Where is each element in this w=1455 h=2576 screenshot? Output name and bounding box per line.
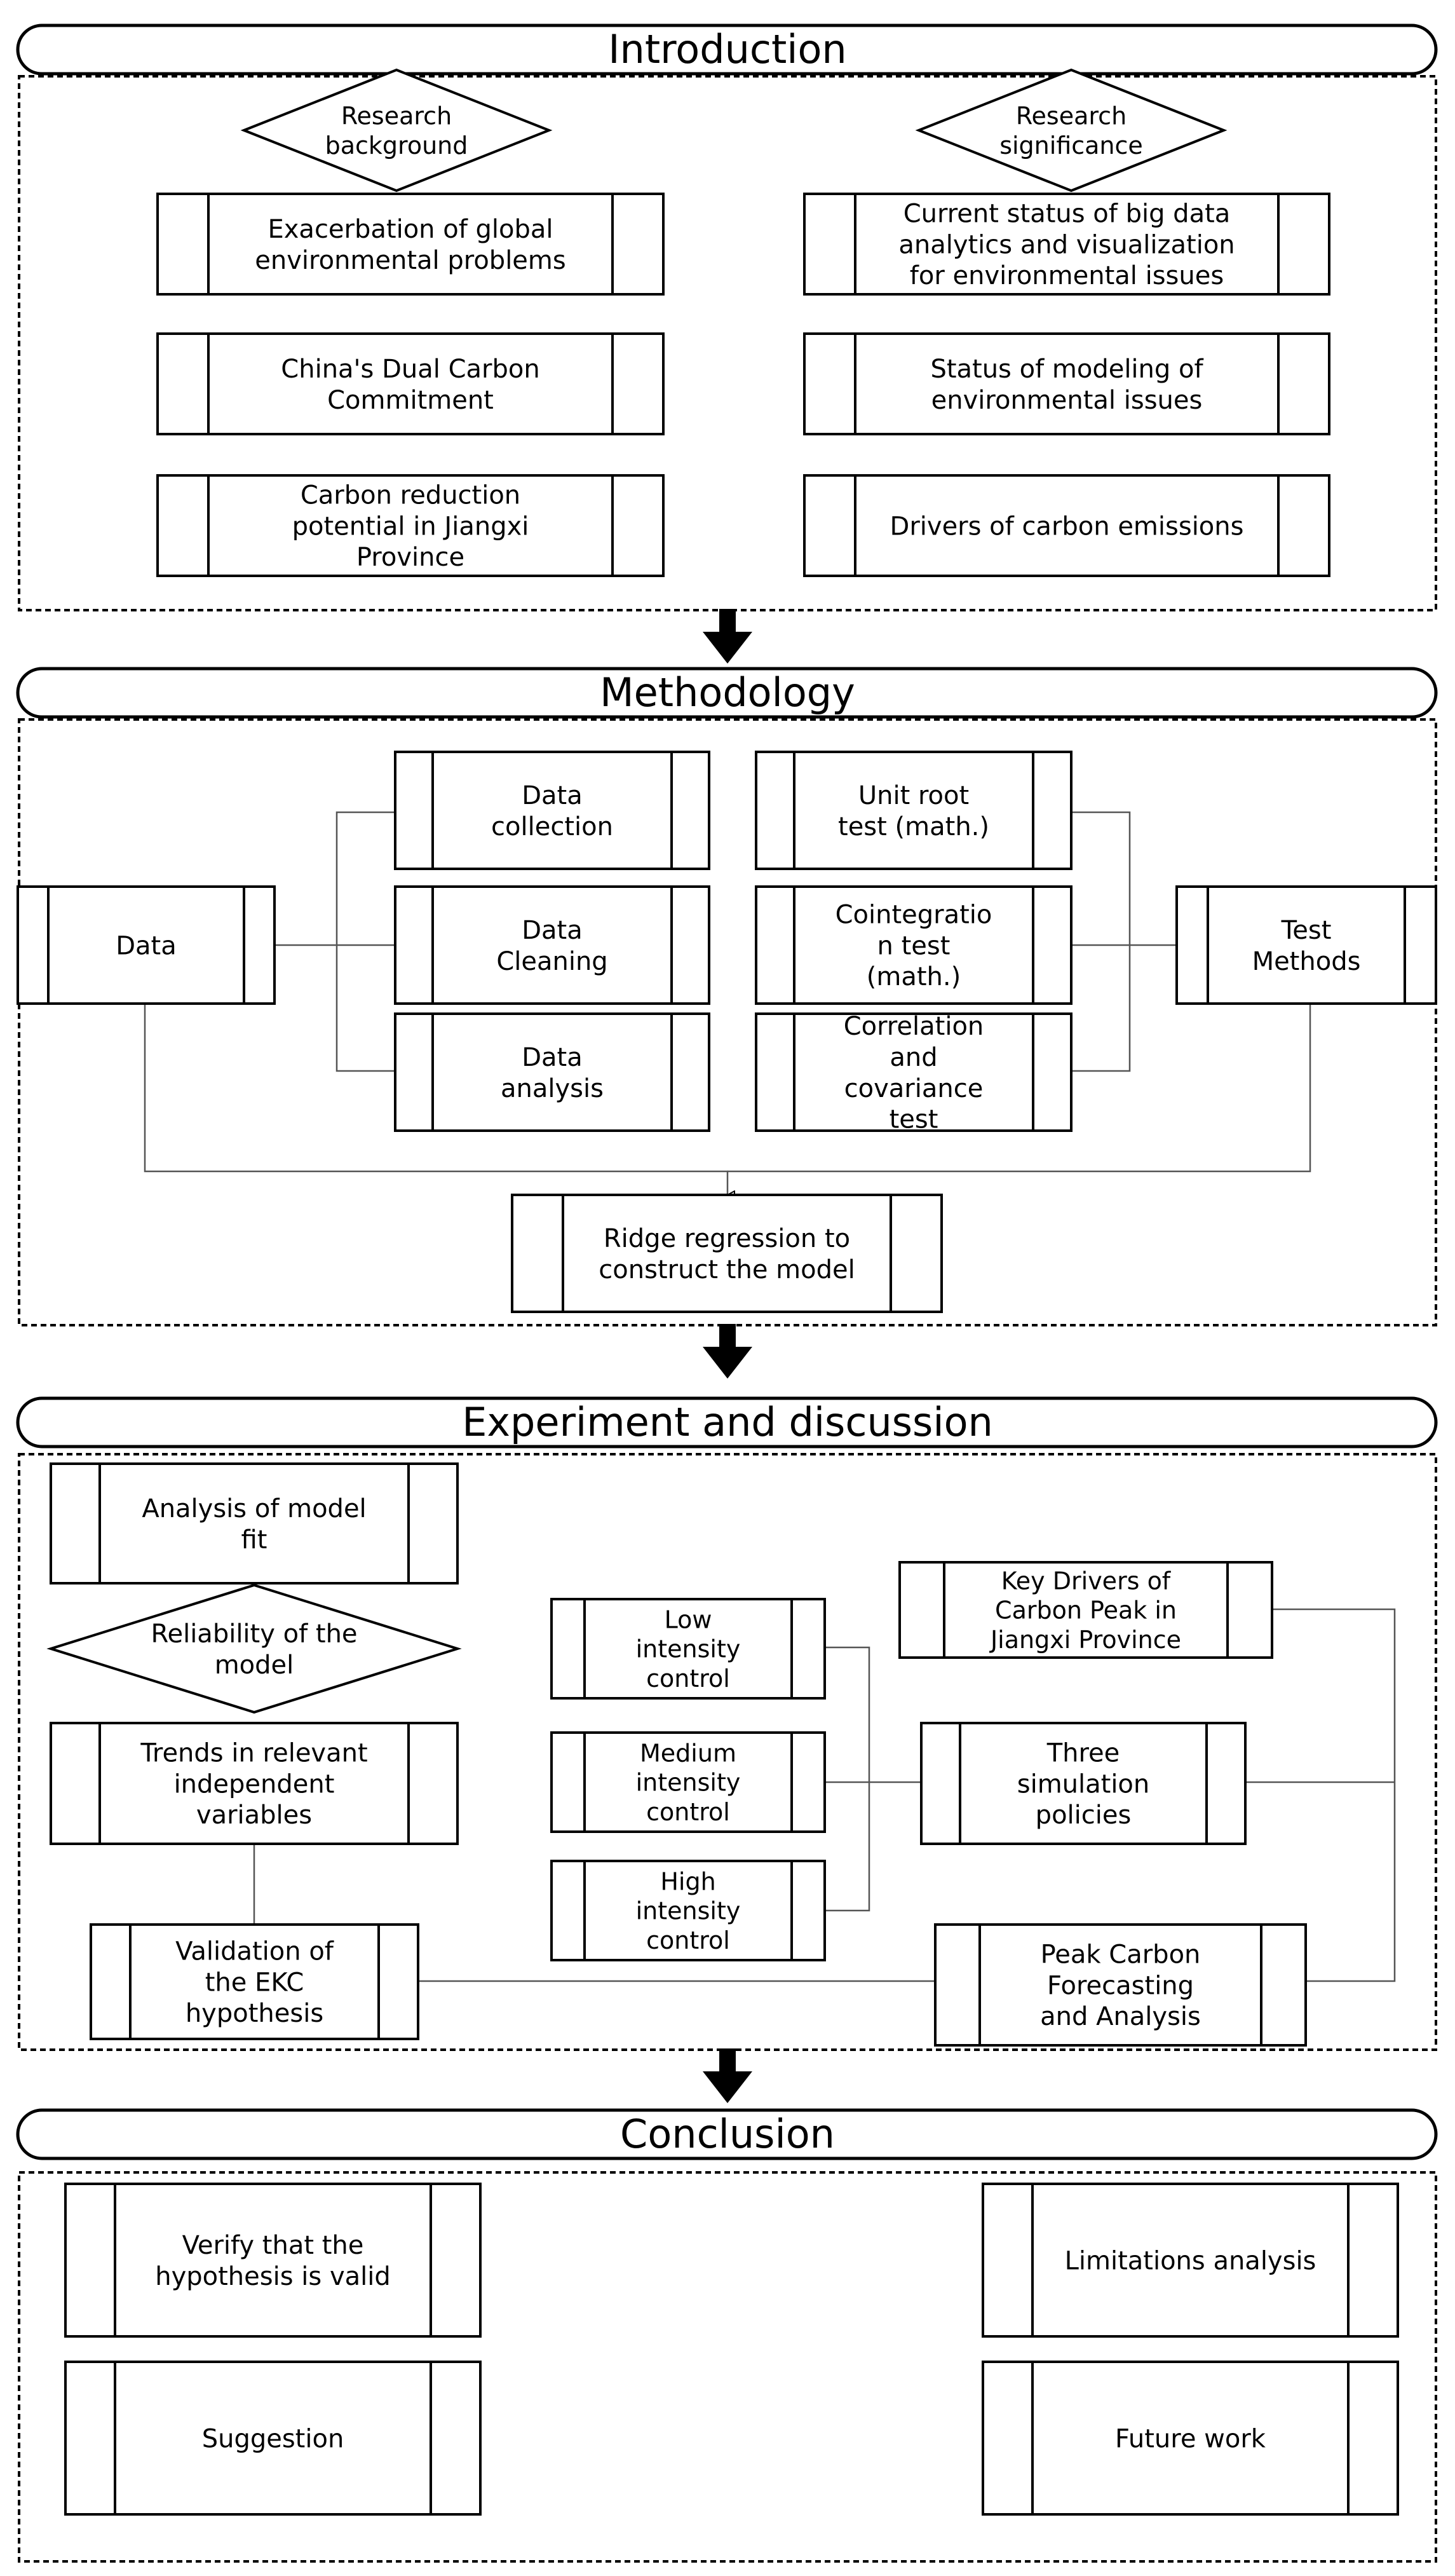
connector-data-steps-bracket bbox=[335, 811, 395, 1072]
box-suggestion-label: Suggestion bbox=[202, 2424, 344, 2453]
box-drivers-of-emissions-label: Drivers of carbon emissions bbox=[890, 512, 1244, 541]
arrow-intro-to-methodology bbox=[703, 609, 752, 664]
box-suggestion: Suggestion bbox=[64, 2361, 482, 2516]
box-limitations-analysis: Limitations analysis bbox=[982, 2183, 1399, 2338]
section-header-experiment: Experiment and discussion bbox=[16, 1396, 1438, 1448]
connector-methods-to-model bbox=[728, 1003, 1311, 1173]
connector-tests-bracket bbox=[1071, 811, 1131, 1072]
section-header-introduction-title: Introduction bbox=[608, 26, 846, 72]
box-future-work: Future work bbox=[982, 2361, 1399, 2516]
box-limitations-analysis-label: Limitations analysis bbox=[1065, 2246, 1316, 2275]
box-drivers-of-emissions: Drivers of carbon emissions bbox=[803, 474, 1330, 577]
connector-data-to-model bbox=[144, 1003, 728, 1195]
section-header-conclusion-title: Conclusion bbox=[620, 2111, 835, 2157]
arrow-methodology-to-experiment bbox=[703, 1324, 752, 1379]
connector-controls-bracket bbox=[825, 1646, 870, 1912]
section-header-introduction: Introduction bbox=[16, 24, 1438, 76]
section-header-methodology-title: Methodology bbox=[600, 669, 855, 716]
conclusion-frame bbox=[18, 2171, 1437, 2563]
box-future-work-label: Future work bbox=[1115, 2424, 1266, 2453]
arrow-experiment-to-conclusion bbox=[703, 2048, 752, 2103]
connector-drivers-policies-peak bbox=[1272, 1608, 1396, 1982]
box-data-label: Data bbox=[116, 931, 177, 960]
box-data: Data bbox=[17, 885, 276, 1005]
section-header-conclusion: Conclusion bbox=[16, 2108, 1438, 2160]
section-header-methodology: Methodology bbox=[16, 667, 1438, 719]
section-header-experiment-title: Experiment and discussion bbox=[462, 1399, 993, 1445]
